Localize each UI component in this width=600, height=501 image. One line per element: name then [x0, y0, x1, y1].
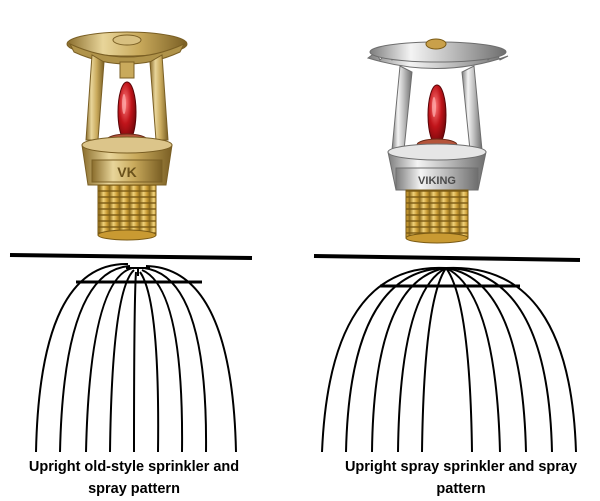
ceiling-line-left	[9, 253, 253, 260]
caption-right: Upright spray sprinkler and spray patter…	[344, 459, 578, 497]
right-body-mark: VIKING	[418, 175, 456, 187]
ceiling-line-right	[313, 254, 581, 262]
left-body-mark: VK	[117, 164, 136, 180]
old-style-sprinkler-icon: VK	[66, 31, 188, 241]
spray-spray-pattern	[313, 254, 581, 453]
old-style-spray-pattern	[9, 253, 253, 453]
spray-sprinkler-icon: VIKING	[366, 38, 509, 244]
caption-left: Upright old-style sprinkler and spray pa…	[28, 459, 240, 497]
